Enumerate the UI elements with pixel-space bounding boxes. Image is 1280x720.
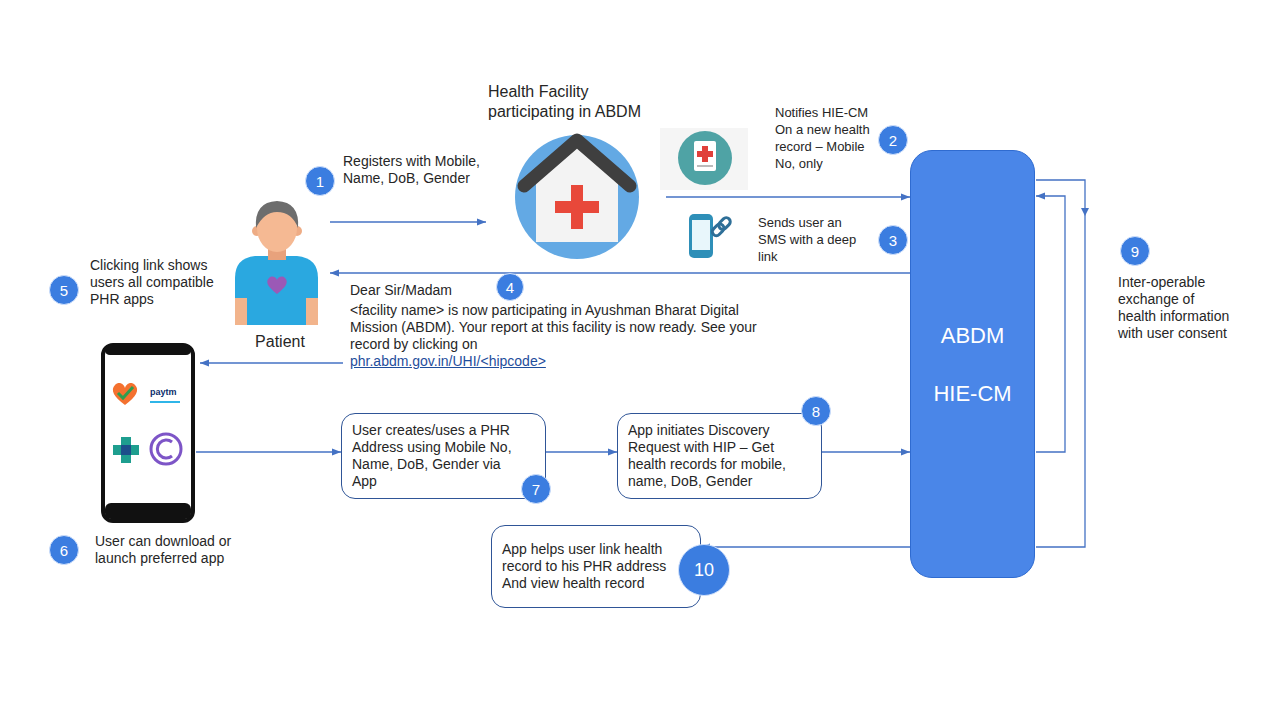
patient-arm xyxy=(235,298,247,325)
sms-body: <facility name> is now participating in … xyxy=(350,302,770,353)
exchange-bracket xyxy=(1036,180,1085,547)
arrow-head xyxy=(1081,208,1089,216)
node-text: Patient xyxy=(230,332,330,352)
callout-number: 6 xyxy=(49,535,79,565)
app-icon xyxy=(157,440,172,458)
app-icon xyxy=(118,387,133,398)
callout-number: 1 xyxy=(305,166,335,196)
chain-link xyxy=(717,216,732,231)
flow-arrow xyxy=(196,451,341,452)
node-text: App initiates Discovery Request with HIP… xyxy=(628,422,801,490)
callout-number: 2 xyxy=(878,125,908,155)
process-box: App initiates Discovery Request with HIP… xyxy=(617,413,822,499)
link-icon xyxy=(689,214,713,258)
record-icon xyxy=(694,141,716,171)
step-note: Sends user an SMS with a deep link xyxy=(758,214,858,265)
patient-figure: Patient xyxy=(230,198,330,354)
node-text: ABDM xyxy=(911,323,1034,349)
phone-bar xyxy=(105,347,191,355)
node-text: App helps user link health record to his… xyxy=(502,541,670,592)
app-icon xyxy=(121,437,131,463)
phone-node: paytm xyxy=(100,343,196,523)
node-text: HIE-CM xyxy=(911,381,1034,407)
exchange-bracket xyxy=(1036,196,1065,452)
link-icon xyxy=(711,216,732,237)
callout-number: 9 xyxy=(1120,236,1150,266)
record-icon xyxy=(697,151,713,157)
flow-arrow xyxy=(666,196,910,197)
patient-arm xyxy=(306,298,318,325)
record-icon xyxy=(660,128,748,190)
sms-greeting: Dear Sir/Madam xyxy=(350,282,490,299)
facility-node: Health Facility participating in ABDM xyxy=(486,82,666,262)
process-box: App helps user link health record to his… xyxy=(491,525,701,608)
app-icon xyxy=(151,434,181,464)
record-icon xyxy=(697,165,713,167)
house-roof xyxy=(524,140,630,186)
patient-hair xyxy=(256,201,298,228)
app-icon xyxy=(113,383,137,405)
app-icon xyxy=(121,445,131,455)
phone-outline xyxy=(103,345,193,521)
hub-box: ABDM HIE-CM xyxy=(910,150,1035,578)
flow-arrow xyxy=(546,451,617,452)
app-icon xyxy=(150,401,180,403)
record-icon xyxy=(678,131,732,185)
phone-bar xyxy=(105,503,191,519)
node-text: User creates/uses a PHR Address using Mo… xyxy=(352,422,521,490)
facility-circle xyxy=(515,135,639,259)
node-text: paytm xyxy=(150,387,190,398)
app-icon xyxy=(113,445,139,455)
process-box: User creates/uses a PHR Address using Mo… xyxy=(341,413,546,499)
step-note: Notifies HIE-CM On a new health record –… xyxy=(775,104,875,172)
callout-number: 3 xyxy=(878,225,908,255)
sms-link: phr.abdm.gov.in/UHI/<hipcode> xyxy=(350,353,650,370)
step-note: User can download or launch preferred ap… xyxy=(95,533,260,567)
flow-arrow xyxy=(701,546,910,547)
callout-number: 5 xyxy=(49,275,79,305)
red-cross xyxy=(555,201,599,213)
flow-arrow xyxy=(330,221,486,222)
heart-symbol xyxy=(267,277,286,294)
step-note: Clicking link shows users all compatible… xyxy=(90,257,230,308)
sms-arrow xyxy=(200,362,343,363)
callout-number: 8 xyxy=(801,396,831,426)
link-icon xyxy=(692,220,710,250)
callout-number: 4 xyxy=(496,273,524,301)
patient-shirt xyxy=(235,256,318,325)
flow-arrow xyxy=(822,451,910,452)
callout-number: 7 xyxy=(521,474,551,504)
step-note: Inter-operable exchange of health inform… xyxy=(1118,274,1233,342)
flow-arrow xyxy=(330,272,910,273)
step-note: Registers with Mobile, Name, DoB, Gender xyxy=(343,153,481,187)
callout-number: 10 xyxy=(678,544,730,596)
node-text: Health Facility participating in ABDM xyxy=(488,82,664,122)
